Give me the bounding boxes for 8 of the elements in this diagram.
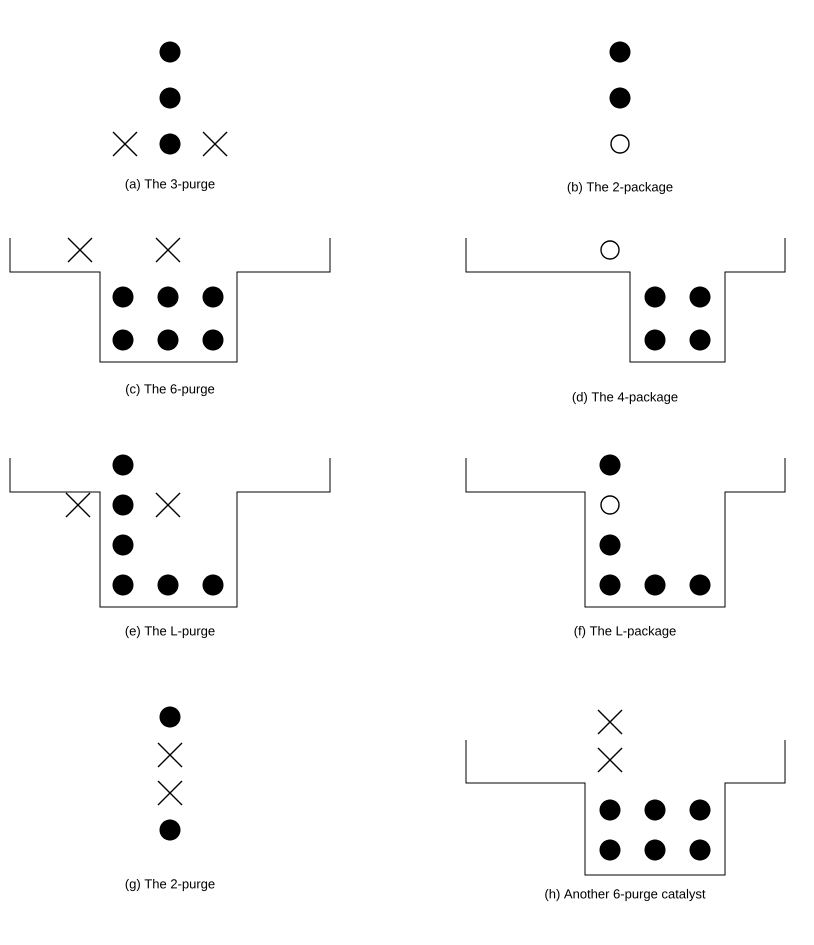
- caption: (d) The 4-package: [572, 392, 678, 404]
- caption: (a) The 3-purge: [126, 178, 215, 192]
- caption: (g) The 2-purge: [126, 878, 215, 892]
- caption: (h) Another 6-purge catalyst: [545, 888, 706, 902]
- caption: (b) The 2-package: [568, 182, 673, 194]
- caption: (c) The 6-purge: [126, 384, 214, 396]
- caption: (f) The L-package: [574, 626, 676, 638]
- caption: (e) The L-purge: [126, 626, 215, 638]
